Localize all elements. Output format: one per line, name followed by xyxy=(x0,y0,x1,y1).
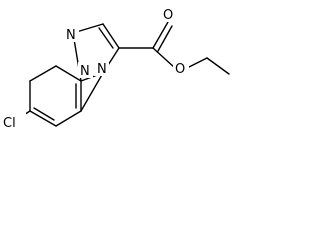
label-backdrop xyxy=(0,112,26,130)
carbonyl-oxygen-atom: O xyxy=(163,8,173,23)
nitrogen-atom: N xyxy=(66,28,76,43)
bond xyxy=(80,72,104,112)
bond xyxy=(186,57,208,69)
bond xyxy=(102,23,120,49)
ester-oxygen-atom: O xyxy=(175,62,185,77)
chlorine-atom: Cl xyxy=(3,116,16,131)
bond xyxy=(206,57,230,75)
bond xyxy=(152,47,176,69)
label-backdrop xyxy=(94,60,109,76)
nitrogen-atom: N xyxy=(80,64,90,79)
bond xyxy=(33,107,55,121)
label-backdrop xyxy=(173,60,189,76)
bond xyxy=(98,27,114,49)
bond xyxy=(152,21,169,49)
bonds xyxy=(18,21,230,127)
label-backdrop xyxy=(78,62,93,78)
label-backdrop xyxy=(161,6,177,22)
bond xyxy=(55,110,82,127)
chemical-structure: Cl N N N O O xyxy=(0,6,230,131)
atom-labels: Cl N N N O O xyxy=(0,6,189,131)
bond xyxy=(157,25,173,52)
nitrogen-atom: N xyxy=(97,62,107,77)
label-backdrop xyxy=(64,26,79,42)
bond xyxy=(29,65,57,82)
bond xyxy=(29,110,57,127)
bond xyxy=(55,65,82,82)
